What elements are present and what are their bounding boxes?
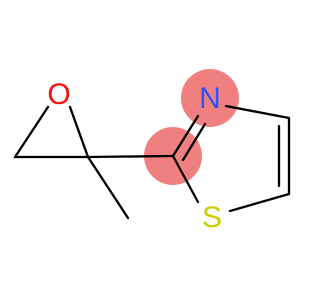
bond-o-cq	[68, 105, 90, 159]
molecule-diagram: O N S	[13, 69, 291, 234]
bond-c5-s	[228, 192, 291, 213]
bond-o-ch2	[13, 105, 50, 159]
nitrogen-label: N	[199, 82, 221, 115]
bond-cq-methyl	[86, 155, 130, 220]
highlight-nitrogen	[181, 69, 239, 127]
bond-n-c4	[224, 104, 291, 120]
bond-c2-n-double-inner	[181, 122, 207, 162]
bond-c2-s	[171, 154, 200, 204]
molecule-structure: O N S	[13, 69, 291, 234]
sulfur-label: S	[202, 201, 222, 234]
oxygen-label: O	[47, 78, 70, 111]
bond-cq-c2	[86, 154, 175, 159]
bond-c2-n-double-outer	[171, 114, 200, 158]
